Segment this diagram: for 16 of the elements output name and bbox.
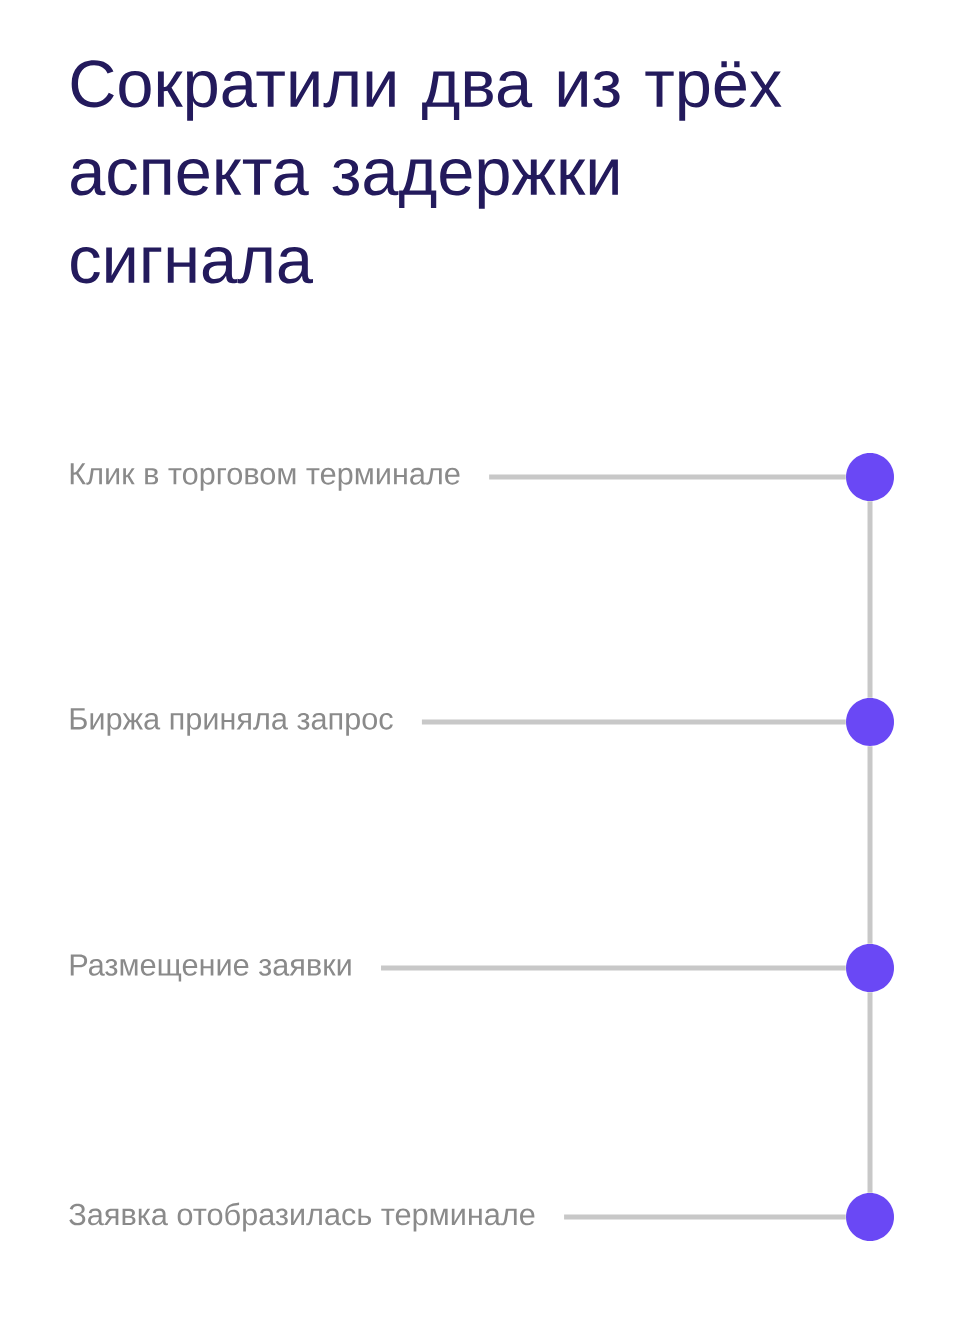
connector-line: [489, 474, 846, 480]
title: Сократили два из трёх аспекта задержки сигнала: [71, 60, 782, 284]
step-label: Биржа приняла запрос: [70, 708, 393, 736]
timeline-dot: [846, 698, 894, 746]
connector-line: [867, 501, 873, 698]
connector-line: [381, 965, 846, 971]
timeline-dot: [846, 944, 894, 992]
timeline-dot: [846, 453, 894, 501]
step-label: Заявка отобразилась терминале: [69, 1202, 535, 1232]
step-label: Размещение заявки: [70, 954, 351, 982]
connector-line: [867, 992, 873, 1193]
connector-line: [421, 719, 846, 725]
timeline-dot: [846, 1193, 894, 1241]
connector-line: [564, 1214, 846, 1220]
connector-line: [867, 746, 873, 944]
step-label: Клик в торговом терминале: [70, 463, 460, 491]
